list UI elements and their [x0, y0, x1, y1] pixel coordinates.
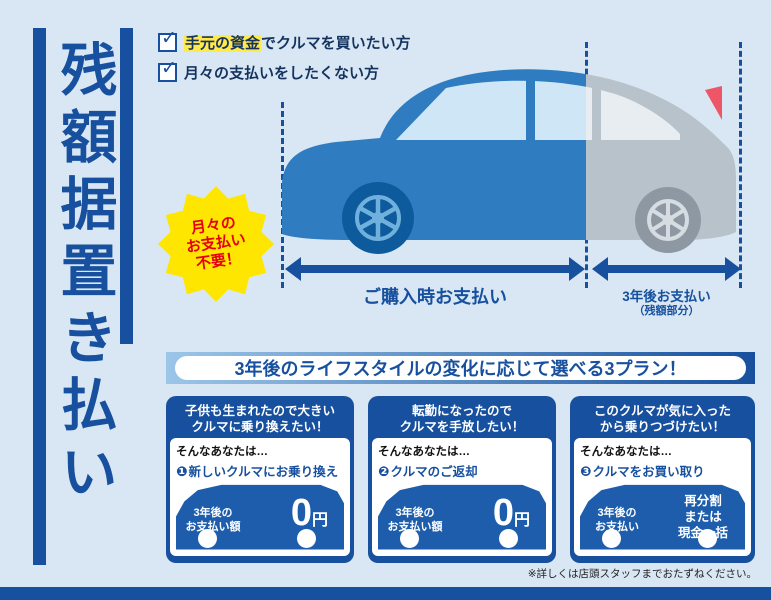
plan-headline: このクルマが気に入った から乗りつづけたい！: [574, 400, 751, 438]
plan-number-icon: ❶: [176, 463, 188, 479]
price-unit: 円: [311, 511, 328, 529]
starburst-icon: [158, 186, 274, 302]
plans-banner: 3年後のライフスタイルの変化に応じて選べる3プラン！: [166, 352, 755, 384]
no-monthly-payment-badge: 月々の お支払い 不要！: [156, 184, 276, 304]
checklist-item-2: ✓ 月々の支払いをしたくない方: [158, 58, 380, 83]
price-option-line2: または: [684, 509, 722, 524]
car-illustration: [282, 69, 736, 254]
price-label-line1: 3年後の: [597, 506, 637, 519]
arrow-shaft: [605, 265, 728, 273]
check-icon: ✓: [161, 28, 177, 49]
plan-card-3: このクルマが気に入った から乗りつづけたい！ そんなあなたは… ❸クルマをお買い…: [570, 396, 755, 563]
plan-headline-line2: から乗りつづけたい！: [599, 420, 726, 435]
plan-headline-line1: このクルマが気に入った: [593, 404, 732, 418]
price-option-line1: 再分割: [684, 493, 722, 508]
purchase-payment-label: ご購入時お支払い: [363, 287, 507, 307]
wheel-icon: [400, 528, 419, 548]
plan-action: ❷クルマのご返却: [378, 461, 546, 480]
later-payment-sublabel: （残額部分）: [633, 305, 700, 317]
checkbox-icon: ✓: [158, 28, 177, 52]
price-label-line2: お支払い額: [185, 520, 241, 533]
highlighted-text: 手元の資金: [184, 35, 262, 52]
checklist-text: 手元の資金でクルマを買いたい方: [184, 32, 411, 53]
plan-headline-line1: 転勤になったので: [411, 404, 512, 418]
price-car-shape: 3年後の お支払い額 0円: [378, 484, 546, 550]
price-label: 3年後の お支払い額: [182, 506, 244, 535]
arrow-head-left-icon: [592, 257, 608, 281]
plan-body: そんなあなたは… ❸クルマをお買い取り 3年後の お支払い 再分割 または 現金…: [574, 437, 751, 556]
checklist-text-rest: でクルマを買いたい方: [261, 35, 411, 52]
plan-headline-line2: クルマに乗り換えたい！: [191, 420, 329, 435]
purchase-payment-arrow: [285, 257, 585, 281]
later-payment-arrow: [592, 257, 741, 281]
checkbox-icon: ✓: [158, 58, 177, 82]
price-number: 0: [492, 491, 514, 534]
plan-card-1: 子供も生まれたので大きい クルマに乗り換えたい！ そんなあなたは… ❶新しいクル…: [166, 396, 354, 563]
plan-lead: そんなあなたは…: [378, 445, 470, 458]
plan-card-2: 転勤になったので クルマを手放したい！ そんなあなたは… ❷クルマのご返却 3年…: [368, 396, 556, 563]
arrow-head-right-icon: [569, 257, 585, 281]
later-payment-label: 3年後お支払い: [622, 289, 711, 304]
plan-number-icon: ❷: [378, 463, 390, 479]
price-label: 3年後の お支払い額: [384, 506, 446, 535]
plan-lead: そんなあなたは…: [176, 445, 268, 458]
dashed-line-rear: [739, 42, 742, 288]
check-icon: ✓: [161, 58, 177, 79]
bottom-bar: [0, 587, 771, 600]
plan-action-text: 新しいクルマにお乗り換え: [188, 464, 339, 479]
wheel-icon: [297, 528, 316, 548]
plan-headline: 子供も生まれたので大きい クルマに乗り換えたい！: [170, 400, 350, 438]
price-label-line1: 3年後の: [395, 506, 435, 519]
price-options: 再分割 または 現金一括: [667, 493, 739, 542]
price-value: 0円: [493, 492, 530, 535]
plan-action: ❶新しいクルマにお乗り換え: [176, 461, 344, 480]
arrow-shaft: [298, 265, 572, 273]
plan-body: そんなあなたは… ❷クルマのご返却 3年後の お支払い額 0円: [372, 437, 552, 556]
badge-text: 月々の お支払い 不要！: [148, 176, 284, 312]
checklist-item-1: ✓ 手元の資金でクルマを買いたい方: [158, 28, 411, 53]
plan-lead: そんなあなたは…: [580, 445, 672, 458]
plan-number-icon: ❸: [580, 463, 592, 479]
plan-action-text: クルマをお買い取り: [592, 464, 705, 479]
plans-banner-text: 3年後のライフスタイルの変化に応じて選べる3プラン！: [175, 356, 746, 380]
wheel-icon: [602, 528, 621, 548]
arrow-head-right-icon: [725, 257, 741, 281]
price-label-line2: お支払い: [595, 520, 639, 533]
plan-body: そんなあなたは… ❶新しいクルマにお乗り換え 3年後の お支払い額 0円: [170, 437, 350, 556]
footnote: ※詳しくは店頭スタッフまでおたずねください。: [527, 568, 757, 580]
price-label: 3年後の お支払い: [586, 506, 648, 535]
plan-headline-line1: 子供も生まれたので大きい: [184, 404, 335, 418]
price-value: 0円: [291, 492, 328, 535]
title-bar-left: [33, 28, 46, 565]
plan-headline: 転勤になったので クルマを手放したい！: [372, 400, 552, 438]
plan-headline-line2: クルマを手放したい！: [399, 420, 525, 435]
wheel-icon: [698, 528, 717, 548]
plan-action-text: クルマのご返却: [390, 464, 478, 479]
price-car-shape: 3年後の お支払い額 0円: [176, 484, 344, 550]
checklist-text: 月々の支払いをしたくない方: [184, 65, 380, 82]
price-option-line3: 現金一括: [677, 526, 728, 540]
arrow-head-left-icon: [285, 257, 301, 281]
title-bar-right: [120, 28, 133, 344]
price-unit: 円: [513, 511, 530, 529]
price-label-line1: 3年後の: [193, 506, 233, 519]
price-number: 0: [290, 491, 312, 534]
wheel-icon: [198, 528, 217, 548]
price-label-line2: お支払い額: [387, 520, 443, 533]
price-car-shape: 3年後の お支払い 再分割 または 現金一括: [580, 484, 745, 550]
wheel-icon: [499, 528, 518, 548]
plan-action: ❸クルマをお買い取り: [580, 461, 745, 480]
tail-light: [705, 86, 722, 120]
page-title: 残額据置き払い: [52, 40, 116, 509]
